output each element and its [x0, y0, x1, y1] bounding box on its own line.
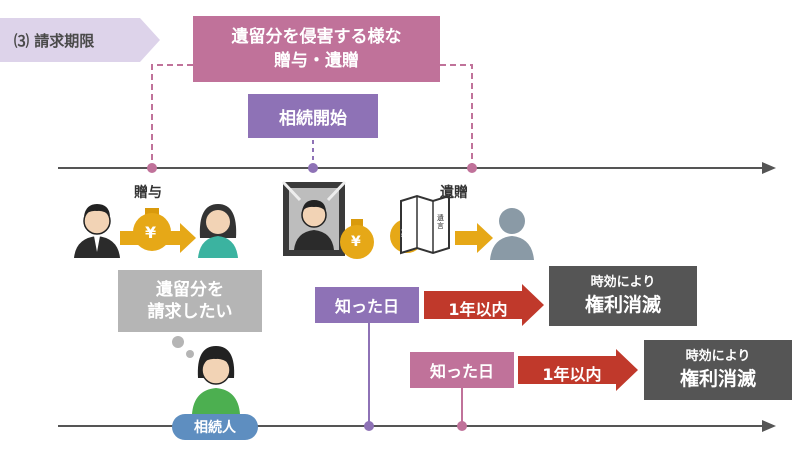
bequest-yen-symbol: ¥ — [401, 228, 411, 244]
prescription-line1-2: 時効により — [685, 349, 751, 364]
prescription-line1-1: 時効により — [590, 275, 656, 290]
infringing-box-line2: 贈与・遺贈 — [274, 51, 359, 71]
heir-label: 相続人 — [172, 414, 258, 440]
known-point-1 — [364, 421, 374, 431]
heir-person-icon — [192, 346, 240, 414]
gift-point — [147, 163, 157, 173]
known-date-label-1: 知った日 — [334, 297, 399, 316]
bequest-arrow-body — [455, 231, 479, 245]
claim-thought-bubble: 遺留分を 請求したい — [118, 270, 262, 332]
period-label-2: 1年以内 — [542, 365, 602, 384]
gift-yen-symbol: ¥ — [145, 223, 157, 242]
gift-bracket — [151, 64, 193, 166]
giver-person-icon — [74, 204, 120, 258]
estate-yen-symbol: ¥ — [351, 234, 361, 250]
prescription-line2-2: 権利消滅 — [679, 368, 756, 390]
infringing-box-line1: 遺留分を侵害する様な — [231, 27, 402, 47]
gift-arrow-head — [180, 223, 196, 253]
recipient-woman-icon — [198, 204, 238, 258]
section-label: ⑶ 請求期限 — [14, 32, 95, 50]
bequest-bracket — [440, 64, 473, 166]
gift-money-bag-icon — [133, 208, 171, 251]
gift-label: 贈与 — [134, 185, 162, 201]
start-point — [308, 163, 318, 173]
will-document-icon — [400, 194, 450, 255]
period-arrow-2 — [518, 349, 638, 391]
prescription-box-1: 時効により 権利消滅 — [549, 266, 697, 326]
top-timeline-arrowhead — [762, 162, 776, 174]
bubble-line2: 請求したい — [147, 302, 233, 322]
period-arrow-1 — [424, 284, 544, 326]
deceased-portrait-icon — [281, 180, 347, 256]
prescription-line2-1: 権利消滅 — [584, 294, 661, 316]
known-point-2 — [457, 421, 467, 431]
known-date-label-2: 知った日 — [429, 362, 494, 381]
bequest-label: 遺贈 — [440, 185, 468, 201]
infringing-gift-bequest-box: 遺留分を侵害する様な 贈与・遺贈 — [193, 16, 440, 82]
inheritance-start-box: 相続開始 — [248, 94, 378, 138]
bottom-timeline-arrowhead — [762, 420, 776, 432]
known-date-box-1: 知った日 — [315, 287, 419, 323]
known-date-box-2: 知った日 — [410, 352, 514, 388]
thought-dot-2 — [186, 350, 194, 358]
bequest-arrow-head — [477, 223, 493, 253]
period-label-1: 1年以内 — [448, 300, 508, 319]
prescription-box-2: 時効により 権利消滅 — [644, 340, 792, 400]
thought-dot-1 — [172, 336, 184, 348]
inheritance-start-label: 相続開始 — [279, 108, 347, 129]
section-tag-shape — [0, 18, 160, 62]
bubble-line1: 遺留分を — [156, 280, 224, 300]
bequest-point — [467, 163, 477, 173]
bequest-recipient-icon — [490, 208, 534, 260]
will-text: 遺言 — [437, 214, 444, 230]
estate-money-bag-icon — [340, 219, 374, 259]
